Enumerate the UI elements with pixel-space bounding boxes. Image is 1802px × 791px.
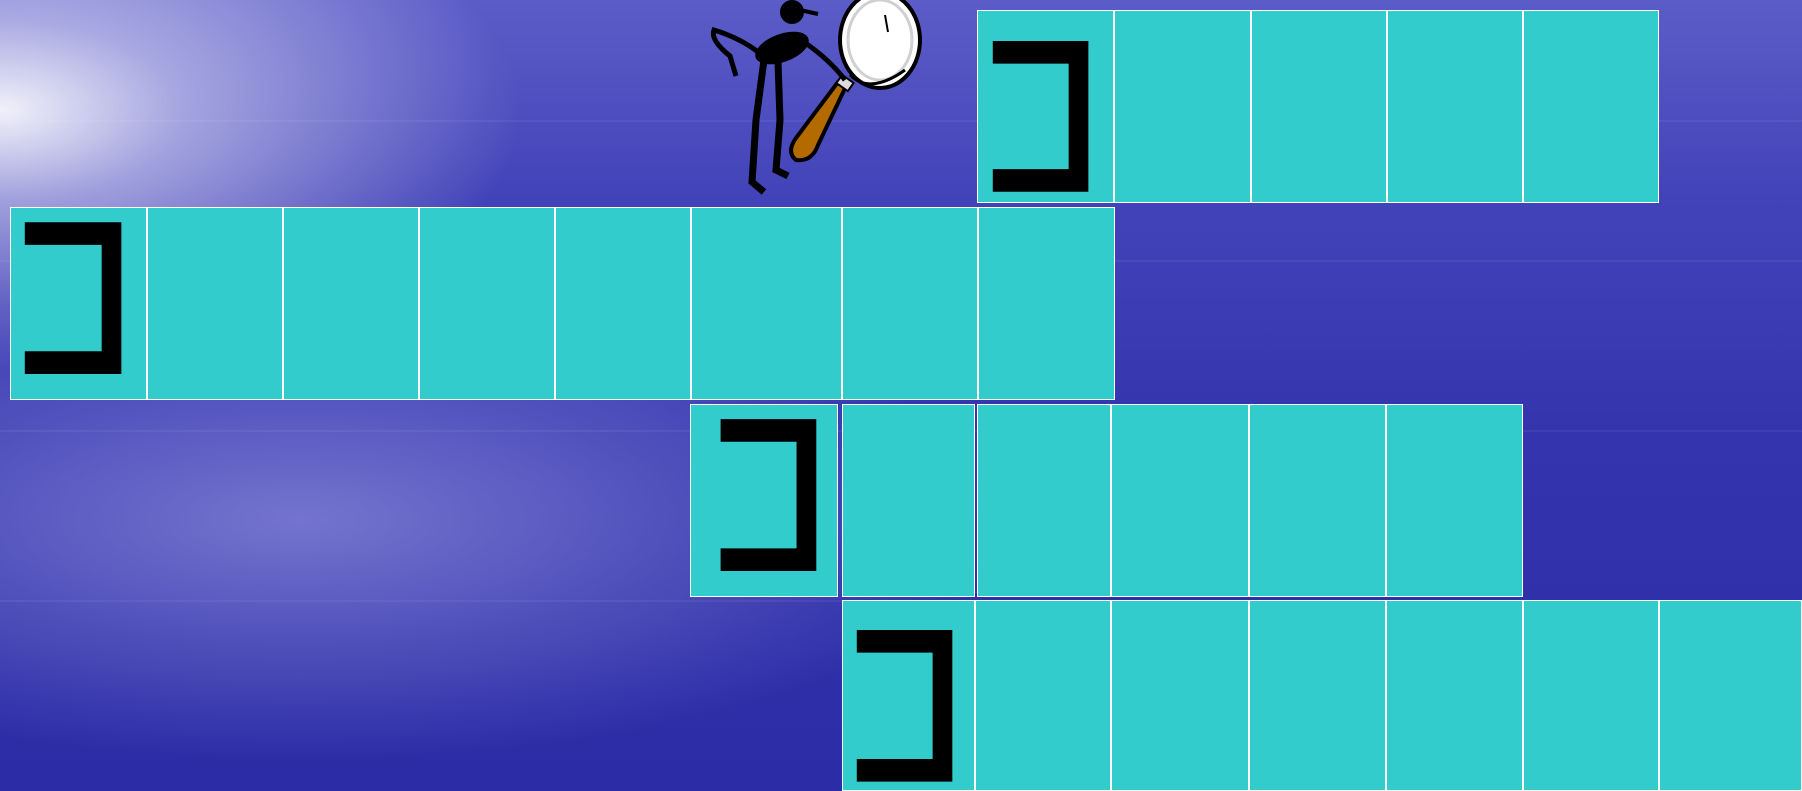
letter-kaf-icon [978,11,1113,202]
puzzle-cell[interactable] [1111,600,1249,791]
letter-kaf-icon [691,405,837,596]
puzzle-cell[interactable] [1251,10,1387,203]
puzzle-cell[interactable] [419,207,555,400]
puzzle-cell-start[interactable] [977,10,1114,203]
puzzle-cell[interactable] [1111,404,1249,597]
puzzle-cell[interactable] [147,207,283,400]
puzzle-cell[interactable] [842,404,975,597]
puzzle-cell[interactable] [1659,600,1802,791]
puzzle-cell[interactable] [977,404,1111,597]
puzzle-cell[interactable] [1523,600,1659,791]
puzzle-cell-start[interactable] [10,207,147,400]
puzzle-cell[interactable] [975,600,1111,791]
puzzle-cell[interactable] [691,207,842,400]
puzzle-cell[interactable] [1386,404,1523,597]
puzzle-cell[interactable] [842,207,978,400]
detective-with-magnifying-glass-icon [700,0,940,200]
letter-kaf-icon [843,601,974,790]
puzzle-cell[interactable] [283,207,419,400]
puzzle-cell[interactable] [1386,600,1523,791]
puzzle-cell[interactable] [555,207,691,400]
puzzle-cell[interactable] [1249,404,1386,597]
letter-kaf-icon [11,208,146,399]
puzzle-cell[interactable] [1523,10,1659,203]
puzzle-cell-start[interactable] [690,404,838,597]
puzzle-cell[interactable] [1249,600,1386,791]
puzzle-cell-start[interactable] [842,600,975,791]
puzzle-cell[interactable] [1387,10,1523,203]
puzzle-cell[interactable] [978,207,1115,400]
puzzle-cell[interactable] [1114,10,1251,203]
